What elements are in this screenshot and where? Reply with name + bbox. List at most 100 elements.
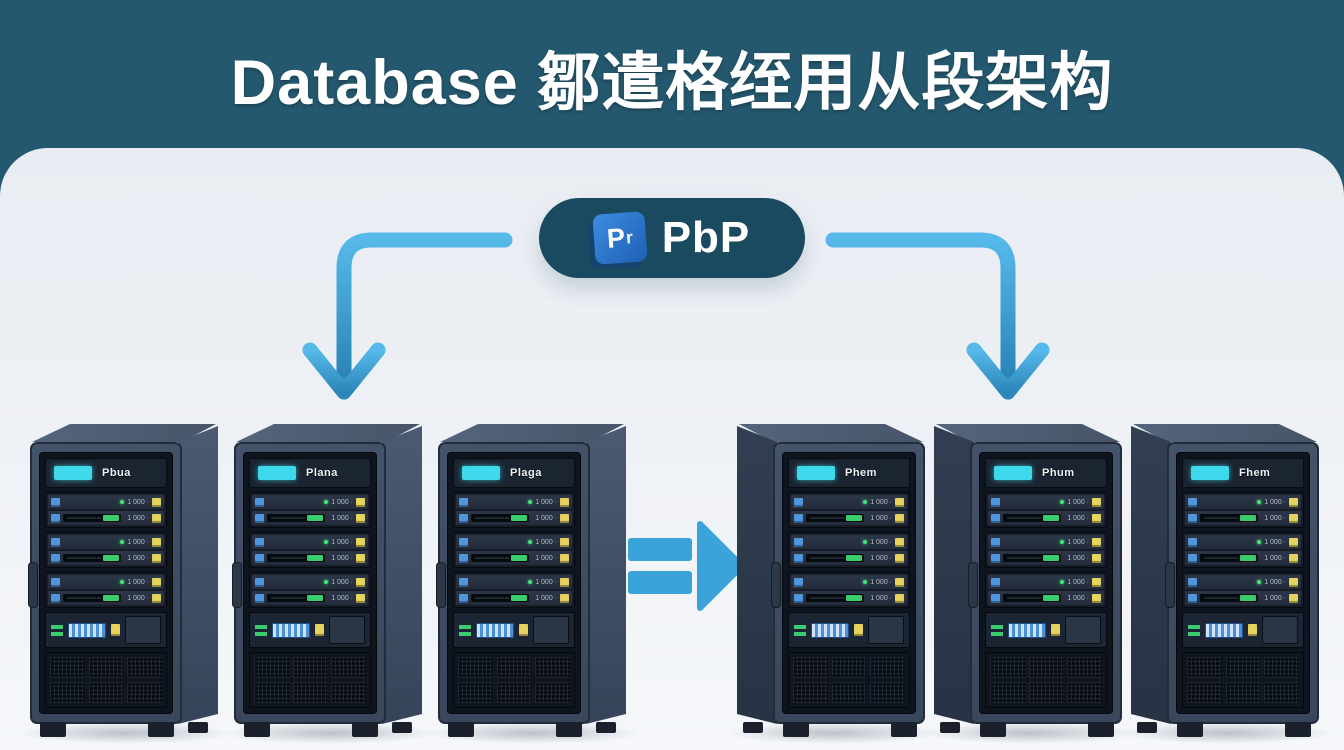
server-foot — [1137, 722, 1157, 733]
server-display-bar: Fhem — [1182, 458, 1304, 488]
page-title: Database 鄒遣格绖用从段架构 — [230, 48, 1114, 118]
server-front-panel: Plana 1 000 · 1 000 · — [232, 442, 386, 724]
drive-chip-icon — [1188, 553, 1197, 563]
server-foot — [556, 722, 582, 737]
drive-slot — [471, 514, 529, 522]
eject-button-icon — [895, 497, 904, 507]
drive-row: 1 000 · — [791, 535, 907, 549]
mesh-cell — [88, 682, 124, 703]
vent-grille — [985, 652, 1107, 708]
status-led-icon — [1257, 540, 1262, 544]
ram-card-icon — [67, 622, 106, 638]
blank-bay-cover — [328, 616, 365, 644]
server-tower: Plaga 1 000 · 1 000 · — [426, 418, 642, 744]
drive-bay: 1 000 · 1 000 · — [249, 532, 371, 568]
drive-row: 1 000 · — [791, 511, 907, 525]
server-tower: Plana 1 000 · 1 000 · — [222, 418, 438, 744]
drive-row: 1 000 · — [252, 575, 368, 589]
drive-row-text: 1 000 · — [1067, 538, 1089, 546]
door-handle — [1165, 562, 1175, 608]
eject-button-icon — [560, 497, 569, 507]
eject-button-icon — [1092, 513, 1101, 523]
drive-chip-icon — [1188, 593, 1197, 603]
server-foot — [392, 722, 412, 733]
eject-button-icon — [1289, 593, 1298, 603]
drive-chip-icon — [1188, 537, 1197, 547]
drive-chip-icon — [794, 513, 803, 523]
drive-slot — [806, 554, 864, 562]
server-display-bar: Phem — [788, 458, 910, 488]
drive-row: 1 000 · — [456, 591, 572, 605]
server-inner-frame: Plaga 1 000 · 1 000 · — [447, 452, 581, 714]
drive-row-text: 1 000 · — [127, 578, 149, 586]
drive-row-text: 1 000 · — [331, 554, 353, 562]
drive-chip-icon — [991, 497, 1000, 507]
blank-bay-cover — [124, 616, 161, 644]
drive-row: 1 000 · — [791, 495, 907, 509]
eject-button-icon — [1289, 537, 1298, 547]
server-inner-frame: Pbua 1 000 · 1 000 · — [39, 452, 173, 714]
mesh-cell — [292, 657, 328, 678]
mesh-cell — [331, 682, 366, 703]
server-label: Pbua — [102, 467, 131, 479]
drive-row: 1 000 · — [1185, 535, 1301, 549]
server-foot — [596, 722, 616, 733]
server-foot — [783, 722, 809, 737]
drive-chip-icon — [991, 593, 1000, 603]
drive-slot — [806, 514, 864, 522]
drive-bay: 1 000 · 1 000 · — [453, 492, 575, 528]
drive-chip-icon — [51, 577, 60, 587]
drive-row-text: 1 000 · — [331, 498, 353, 506]
drive-row: 1 000 · — [1185, 551, 1301, 565]
activity-bar — [103, 595, 119, 601]
server-top-face — [440, 424, 624, 442]
server-top-face — [739, 424, 923, 442]
drive-slot — [1003, 554, 1061, 562]
drive-bay: 1 000 · 1 000 · — [249, 492, 371, 528]
eject-button-icon — [152, 593, 161, 603]
status-led-icon — [1060, 540, 1065, 544]
drive-chip-icon — [51, 593, 60, 603]
activity-bar — [1240, 515, 1256, 521]
drive-bay: 1 000 · 1 000 · — [788, 532, 910, 568]
eject-button-icon — [895, 537, 904, 547]
drive-chip-icon — [255, 537, 264, 547]
eject-button-icon — [356, 497, 365, 507]
drive-row: 1 000 · — [988, 551, 1104, 565]
drive-slot — [1200, 554, 1258, 562]
vent-grille — [45, 652, 167, 708]
server-side-face — [382, 426, 422, 724]
activity-bar — [307, 555, 323, 561]
drive-row: 1 000 · — [48, 511, 164, 525]
drive-row: 1 000 · — [456, 495, 572, 509]
drive-row: 1 000 · — [1185, 511, 1301, 525]
vent-grille — [249, 652, 371, 708]
drive-row: 1 000 · — [456, 551, 572, 565]
drive-row-text: 1 000 · — [535, 594, 557, 602]
io-module — [788, 612, 910, 648]
eject-button-icon — [895, 593, 904, 603]
drive-chip-icon — [255, 577, 264, 587]
eject-button-icon — [560, 553, 569, 563]
drive-row: 1 000 · — [48, 591, 164, 605]
eject-button-icon — [560, 513, 569, 523]
server-top-face — [236, 424, 420, 442]
drive-row-text: 1 000 · — [870, 538, 892, 546]
drive-chip-icon — [459, 497, 468, 507]
drive-slot — [267, 514, 325, 522]
drive-row: 1 000 · — [988, 591, 1104, 605]
drive-chip-icon — [51, 537, 60, 547]
server-top-face — [936, 424, 1120, 442]
eject-button-icon — [895, 553, 904, 563]
drive-chip-icon — [459, 577, 468, 587]
activity-bar — [511, 515, 527, 521]
server-side-face — [586, 426, 626, 724]
server-foot — [188, 722, 208, 733]
io-module — [1182, 612, 1304, 648]
server-foot — [448, 722, 474, 737]
mesh-cell — [1187, 682, 1222, 703]
lcd-screen — [54, 466, 92, 480]
activity-bar — [846, 595, 862, 601]
ram-card-icon — [475, 622, 514, 638]
blank-bay-cover — [1064, 616, 1101, 644]
